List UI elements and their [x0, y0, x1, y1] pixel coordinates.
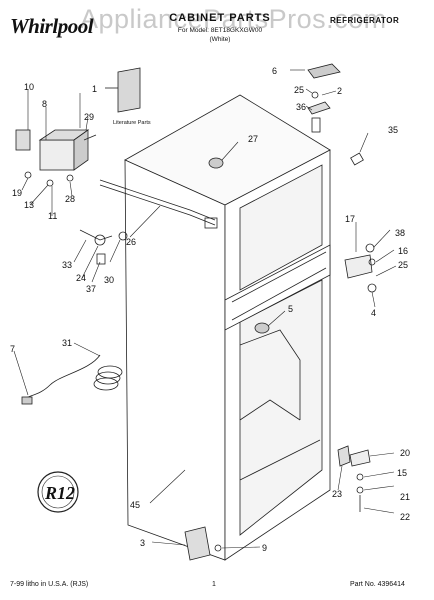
callout-25-mid: 25 [398, 260, 408, 270]
leader-lines [13, 69, 397, 549]
callout-45: 45 [130, 500, 140, 510]
callout-35: 35 [388, 125, 398, 135]
model-number: For Model: 8ET18GKXGW00 [177, 27, 263, 34]
callout-7: 7 [10, 344, 15, 354]
bottom-hinge [337, 445, 371, 512]
literature-parts [105, 67, 141, 113]
center-hinge [344, 243, 377, 293]
callout-33: 33 [62, 260, 72, 270]
callout-15: 15 [397, 468, 407, 478]
callout-1: 1 [92, 84, 97, 94]
callout-9: 9 [262, 543, 267, 553]
callout-16: 16 [398, 246, 408, 256]
literature-label: Literature Parts [113, 120, 151, 126]
wiring-harness [99, 179, 218, 229]
top-hinge-parts [307, 63, 341, 133]
callout-26: 26 [126, 237, 136, 247]
screw-35 [350, 152, 364, 166]
callout-11: 11 [48, 211, 57, 221]
callout-5: 5 [288, 304, 293, 314]
knob-parts [208, 157, 270, 334]
callout-30: 30 [104, 275, 114, 285]
callout-13: 13 [24, 200, 34, 210]
model-color: (White) [209, 36, 231, 43]
r12-text: R12 [44, 483, 75, 503]
callout-6: 6 [272, 66, 277, 76]
power-cord [21, 354, 123, 405]
footer-print-info: 7-99 litho in U.S.A. (RJS) [10, 581, 89, 588]
callout-31: 31 [62, 338, 72, 348]
r12-logo [37, 471, 79, 513]
category-label: REFRIGERATOR [330, 16, 400, 25]
callout-4: 4 [371, 308, 376, 318]
callout-19: 19 [12, 188, 22, 198]
callout-10: 10 [24, 82, 34, 92]
bottom-bracket [184, 526, 222, 561]
callout-23: 23 [332, 489, 342, 499]
callout-29: 29 [84, 112, 94, 122]
callout-22: 22 [400, 512, 410, 522]
callout-37: 37 [86, 284, 96, 294]
header: AppliancePartsPros.com Whirlpool CABINET… [0, 0, 434, 52]
thermostat-parts [79, 229, 128, 265]
callout-21: 21 [400, 492, 410, 502]
callout-28: 28 [65, 194, 75, 204]
callout-20: 20 [400, 448, 410, 458]
watermark: AppliancePartsPros.com [80, 4, 387, 34]
callout-38: 38 [395, 228, 405, 238]
footer-part-number: Part No. 4396414 [350, 581, 405, 588]
callout-numbers: 1 2 3 4 5 6 7 8 9 10 11 13 15 16 17 19 2… [10, 66, 410, 553]
callout-2: 2 [337, 86, 342, 96]
callout-24: 24 [76, 273, 86, 283]
callout-25-top: 25 [294, 85, 304, 95]
brand-logo: Whirlpool [10, 14, 94, 38]
cabinet-outline [124, 94, 331, 561]
callout-17: 17 [345, 214, 355, 224]
callout-8: 8 [42, 99, 47, 109]
callout-3: 3 [140, 538, 145, 548]
page-title: CABINET PARTS [169, 12, 271, 24]
footer: 7-99 litho in U.S.A. (RJS) 1 Part No. 43… [0, 578, 434, 594]
callout-27: 27 [248, 134, 258, 144]
callout-36: 36 [296, 102, 306, 112]
footer-page-number: 1 [212, 581, 216, 588]
control-box [15, 129, 97, 187]
